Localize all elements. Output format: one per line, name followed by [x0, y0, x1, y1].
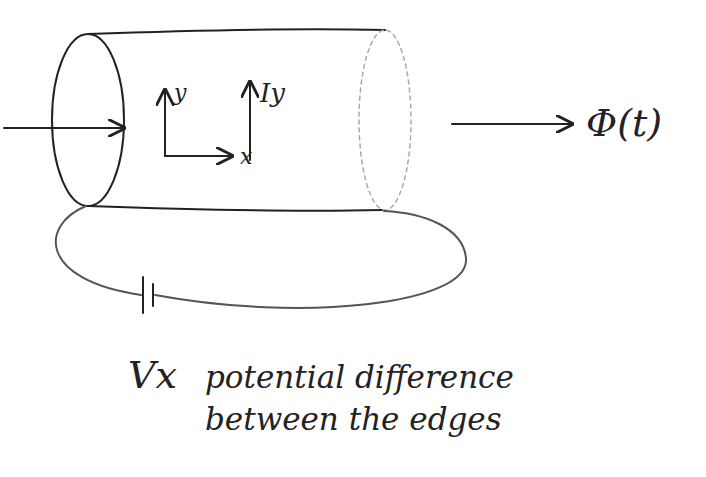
cylinder-far-end [359, 30, 411, 210]
cylinder-end [52, 34, 124, 206]
battery-plate [152, 284, 154, 306]
flux-in-arrow [4, 127, 124, 129]
voltage-label: Vx [128, 350, 177, 401]
flux-out-arrow [452, 123, 572, 125]
current-label: Iy [260, 76, 285, 111]
cylinder-top [88, 29, 385, 34]
note-text: potential difference between the edges [205, 356, 635, 440]
x-axis [165, 155, 232, 157]
flux-label: Φ(t) [586, 98, 662, 149]
loop-wire [155, 211, 466, 308]
axis-label: x [240, 142, 252, 172]
battery-plate [142, 277, 144, 313]
cylinder-bottom [88, 206, 382, 211]
y-axis [164, 90, 166, 156]
axis-label: y [174, 78, 186, 108]
loop-wire [56, 206, 141, 295]
